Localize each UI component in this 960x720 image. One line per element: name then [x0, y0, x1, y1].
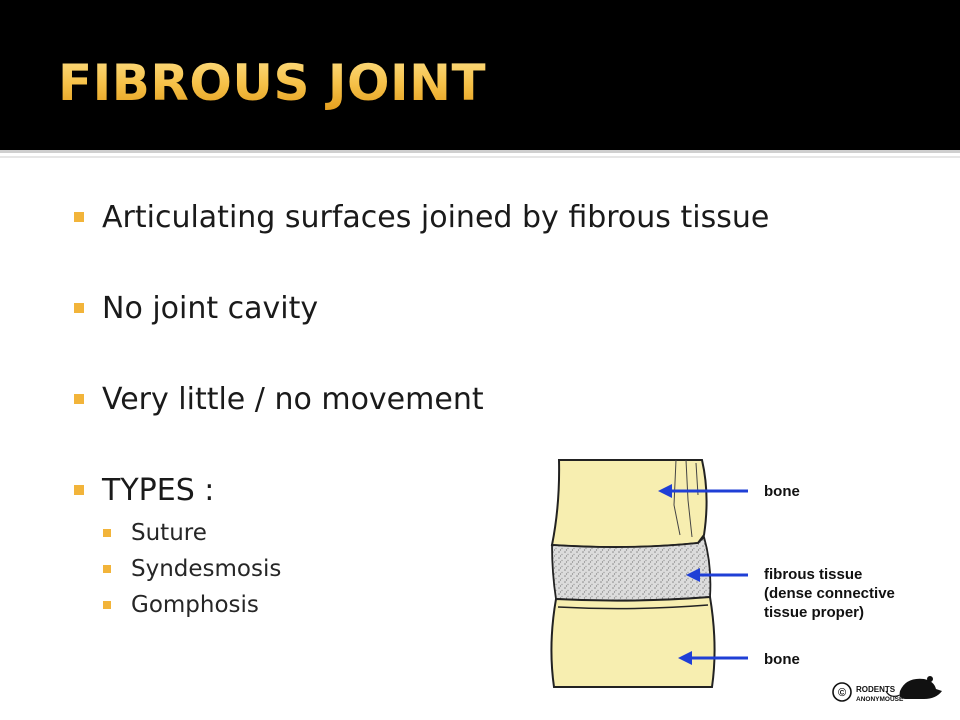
sub-bullet-list: Suture Syndesmosis Gomphosis: [102, 515, 769, 623]
bullet-text: Very little / no movement: [102, 382, 484, 417]
fibrous-tissue: [551, 535, 712, 602]
lower-bone-cap: [557, 604, 709, 610]
bullet-text: TYPES :: [102, 473, 215, 508]
bullet-item-types: TYPES : Suture Syndesmosis Gomphosis: [74, 469, 769, 623]
bullet-item: Very little / no movement: [74, 378, 769, 422]
bullet-list: Articulating surfaces joined by fibrous …: [74, 196, 769, 623]
label-fibrous-tissue: fibrous tissue: [764, 566, 862, 583]
bullet-text: No joint cavity: [102, 291, 319, 326]
label-fibrous-tissue-line3: tissue proper): [764, 604, 864, 621]
title-bar: [0, 0, 960, 150]
square-bullet-icon: [74, 485, 84, 495]
sub-bullet-item: Syndesmosis: [103, 551, 769, 587]
logo-line-2: ANONYMOUSE: [856, 696, 904, 703]
sub-bullet-item: Suture: [103, 515, 769, 551]
arrow-left-icon: [658, 484, 748, 498]
arrow-left-icon: [678, 651, 748, 665]
square-bullet-icon: [103, 529, 111, 537]
mouse-logo-icon: © RODENTS ANONYMOUSE: [832, 676, 942, 703]
label-fibrous-tissue-line2: (dense connective: [764, 585, 895, 602]
fibrous-joint-diagram: bone fibrous tissue (dense connective ti…: [550, 459, 942, 703]
bullet-text: Articulating surfaces joined by fibrous …: [102, 200, 770, 235]
sub-bullet-item: Gomphosis: [103, 587, 769, 623]
title-divider-secondary: [0, 156, 960, 158]
slide-title: FIBROUS JOINT: [58, 54, 487, 112]
copyright-symbol: ©: [838, 687, 846, 699]
square-bullet-icon: [74, 303, 84, 313]
lower-bone: [550, 595, 716, 688]
square-bullet-icon: [103, 565, 111, 573]
square-bullet-icon: [74, 212, 84, 222]
square-bullet-icon: [74, 394, 84, 404]
square-bullet-icon: [103, 601, 111, 609]
label-bone-top: bone: [764, 483, 800, 500]
sub-bullet-text: Gomphosis: [131, 592, 259, 618]
bullet-item: No joint cavity: [74, 287, 769, 331]
title-divider: [0, 150, 960, 153]
bullet-item: Articulating surfaces joined by fibrous …: [74, 196, 769, 240]
sub-bullet-text: Suture: [131, 520, 207, 546]
sub-bullet-text: Syndesmosis: [131, 556, 282, 582]
label-bone-bottom: bone: [764, 651, 800, 668]
upper-bone: [550, 459, 708, 549]
arrow-left-icon: [686, 568, 748, 582]
logo-line-1: RODENTS: [856, 685, 896, 694]
